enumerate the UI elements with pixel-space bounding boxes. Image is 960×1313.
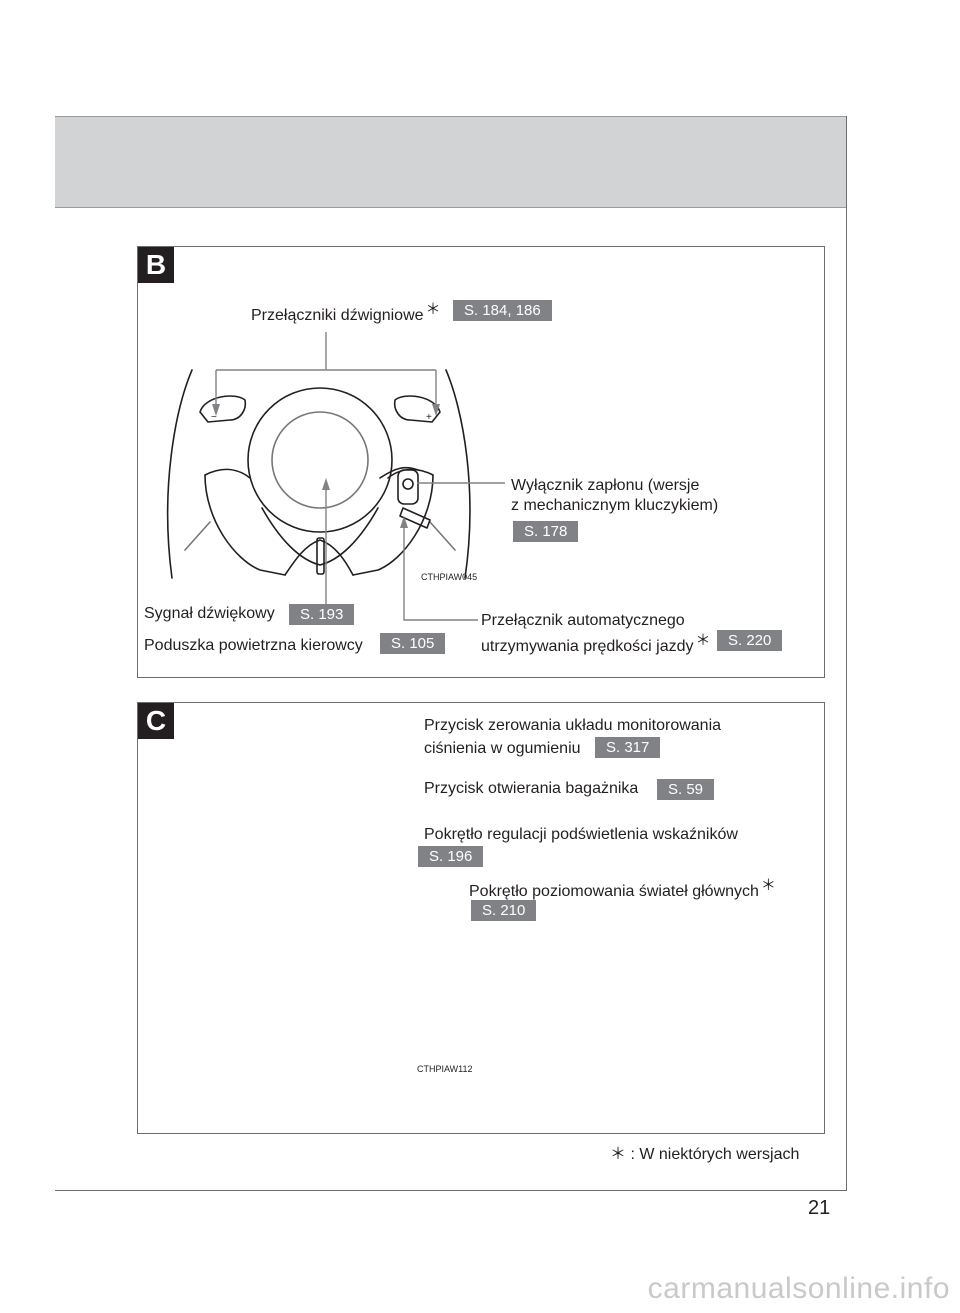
svg-text:+: +: [426, 412, 432, 423]
airbag-ref[interactable]: S. 105: [380, 633, 446, 654]
trunk-opener-ref[interactable]: S. 59: [657, 779, 715, 800]
image-code-b: CTHPIAW045: [421, 572, 478, 582]
page-right-rule: [846, 116, 847, 1191]
headlight-leveling-label: Pokrętło poziomowania świateł głównych＊: [469, 877, 776, 900]
dimmer-dial-label: Pokrętło regulacji podświetlenia wskaźni…: [424, 826, 738, 843]
ignition-switch-ref[interactable]: S. 178: [513, 521, 579, 542]
dimmer-dial-ref[interactable]: S. 196: [418, 846, 484, 867]
cruise-control-ref[interactable]: S. 220: [717, 630, 783, 651]
paddle-shift-label: Przełączniki dźwigniowe＊: [251, 301, 441, 324]
page-bottom-rule: [55, 1190, 847, 1191]
tpms-reset-label-line1: Przycisk zerowania układu monitorowania: [424, 717, 722, 734]
horn-label: Sygnał dźwiękowy: [144, 605, 275, 622]
header-band: [55, 116, 846, 208]
section-letter-c: C: [138, 703, 174, 739]
section-letter-b: B: [138, 247, 174, 283]
tpms-reset-ref[interactable]: S. 317: [595, 737, 661, 758]
image-code-c: CTHPIAW112: [417, 1064, 473, 1074]
cruise-control-label-line1: Przełącznik automatycznego: [481, 612, 685, 629]
trunk-opener-label: Przycisk otwierania bagażnika: [424, 780, 639, 797]
paddle-shift-ref[interactable]: S. 184, 186: [453, 300, 552, 321]
ignition-switch-label-line2: z mechanicznym kluczykiem): [511, 497, 719, 514]
page-number: 21: [808, 1197, 831, 1219]
airbag-label: Poduszka powietrzna kierowcy: [144, 637, 363, 654]
headlight-leveling-ref[interactable]: S. 210: [471, 900, 537, 921]
tpms-reset-label-line2: ciśnienia w ogumieniu: [424, 740, 581, 757]
ignition-switch-label-line1: Wyłącznik zapłonu (wersje: [511, 477, 700, 494]
footnote: ＊ : W niektórych wersjach: [610, 1146, 800, 1163]
svg-text:−: −: [211, 412, 217, 423]
horn-ref[interactable]: S. 193: [289, 604, 355, 625]
watermark: carmanualsonline.info: [647, 1272, 950, 1305]
cruise-control-label-line2: utrzymywania prędkości jazdy＊: [481, 632, 711, 655]
